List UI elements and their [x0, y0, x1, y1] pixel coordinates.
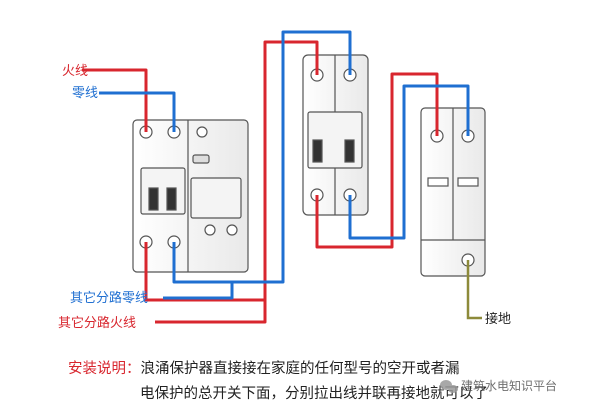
caption-line-1: 安装说明：浪涌保护器直接接在家庭的任何型号的空开或者漏: [68, 360, 460, 377]
neutral-mcb-to-spd-wire: [348, 84, 470, 240]
wechat-icon: [440, 380, 458, 393]
surge-protector-icon: [420, 107, 486, 277]
live-wires: [82, 40, 439, 324]
watermark-text: 建筑水电知识平台: [461, 378, 557, 393]
branch-neutral-wire: [163, 282, 234, 300]
caption-line-2: 电保护的总开关下面，分别拉出线并联再接地就可以了: [140, 385, 488, 402]
neutral-label: 零线: [72, 86, 98, 101]
branch-neutral-label: 其它分路零线: [70, 290, 148, 306]
live-mcb-to-spd-wire: [315, 72, 439, 249]
branch-live-label: 其它分路火线: [58, 315, 136, 331]
caption-prefix: 安装说明：: [68, 360, 141, 377]
neutral-wires: [99, 30, 470, 300]
caption-text-1: 浪涌保护器直接接在家庭的任何型号的空开或者漏: [141, 360, 460, 377]
live-to-mcb-wire: [144, 40, 319, 302]
branch-live-wire: [155, 300, 267, 324]
live-input-wire: [82, 68, 148, 132]
live-label: 火线: [62, 64, 88, 79]
neutral-input-wire: [99, 91, 176, 132]
ground-wire: [466, 260, 482, 320]
two-pole-breaker-icon: [302, 54, 369, 216]
neutral-to-mcb-wire: [172, 30, 352, 284]
ground-label: 接地: [485, 311, 511, 327]
residual-current-breaker-icon: [132, 119, 249, 273]
watermark: 建筑水电知识平台: [440, 378, 557, 393]
